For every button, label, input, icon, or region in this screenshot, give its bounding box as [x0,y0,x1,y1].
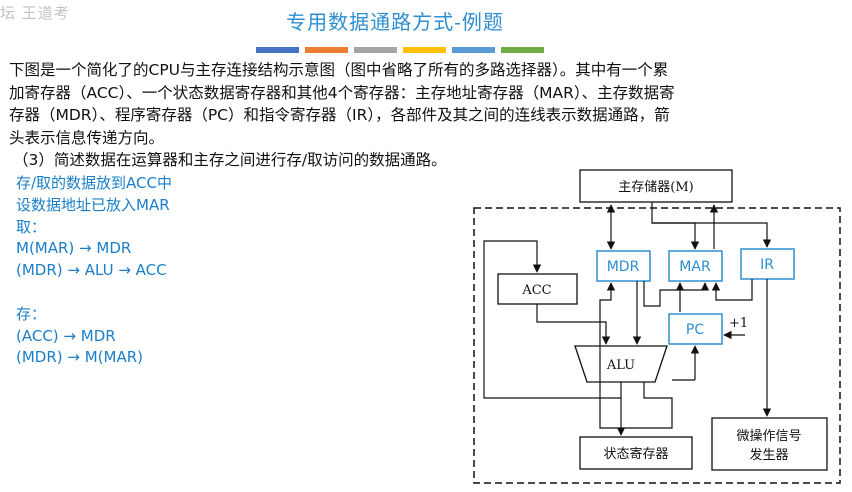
mdr-label: MDR [607,259,640,275]
alu-mdr-arrow [599,282,673,429]
memory-box [579,169,733,203]
intro-paragraph: 下图是一个简化了的CPU与主存连接结构示意图（图中省略了所有的多路选择器）。其中… [9,59,779,149]
fetch-step: (MDR) → ALU → ACC [16,261,167,280]
ir-mar-arrow [711,279,753,301]
question-text: （3）简述数据在运算器和主存之间进行存/取访问的数据通路。 [13,151,447,169]
intro-line: 下图是一个简化了的CPU与主存连接结构示意图（图中省略了所有的多路选择器）。其中… [9,61,669,79]
slide-title: 专用数据通路方式-例题 [286,10,504,34]
pc-label: PC [686,322,704,338]
ir-label: IR [760,257,774,273]
mdr-box [596,250,651,282]
color-bar-segment [256,47,299,53]
memory-label: 主存储器(M) [618,180,693,195]
color-bar-segment [403,47,446,53]
micro-op-label-line2: 发生器 [749,447,788,463]
mdr-mar-arrow [643,281,710,307]
fetch-step: M(MAR) → MDR [16,239,132,258]
micro-op-generator-box [711,417,828,471]
acc-alu-arrow [536,304,611,345]
watermark-text: 坛 王道考 [0,4,70,22]
mar-box [668,250,723,282]
title-color-bar [256,47,544,53]
alu-label: ALU [606,358,635,373]
store-step: (ACC) → MDR [16,326,116,345]
cpu-boundary [473,207,841,484]
alu-shape [574,345,668,383]
color-bar-segment [452,47,495,53]
color-bar-segment [354,47,397,53]
acc-label: ACC [521,283,551,298]
micro-op-label-line1: 微操作信号 [736,428,801,444]
bus-to-mar-arrow [652,222,700,250]
plus-one-label: +1 [729,316,748,331]
store-heading: 存： [16,304,47,323]
intro-line: 加寄存器（ACC）、一个状态数据寄存器和其他4个寄存器：主存地址寄存器（MAR）… [9,83,675,102]
store-step: (MDR) → M(MAR) [16,348,143,367]
status-register-label: 状态寄存器 [603,446,668,462]
memory-ir-arrow [651,202,772,248]
alu-acc-feedback-arrow [483,240,622,399]
pc-box [668,313,723,345]
answer-line: 设数据地址已放入MAR [16,195,170,214]
answer-block: 存/取的数据放到ACC中 设数据地址已放入MAR 取： M(MAR) → MDR… [16,173,172,369]
intro-line: 存器（MDR）、程序寄存器（PC）和指令寄存器（IR），各部件及其之间的连线表示… [9,106,670,124]
color-bar-segment [305,47,348,53]
fetch-heading: 取： [16,217,47,236]
answer-line: 存/取的数据放到ACC中 [16,174,172,192]
ir-box [740,248,795,280]
mar-label: MAR [679,259,711,275]
intro-line: 头表示信息传递方向。 [9,128,165,147]
color-bar-segment [501,47,544,53]
status-register-box [579,436,693,470]
